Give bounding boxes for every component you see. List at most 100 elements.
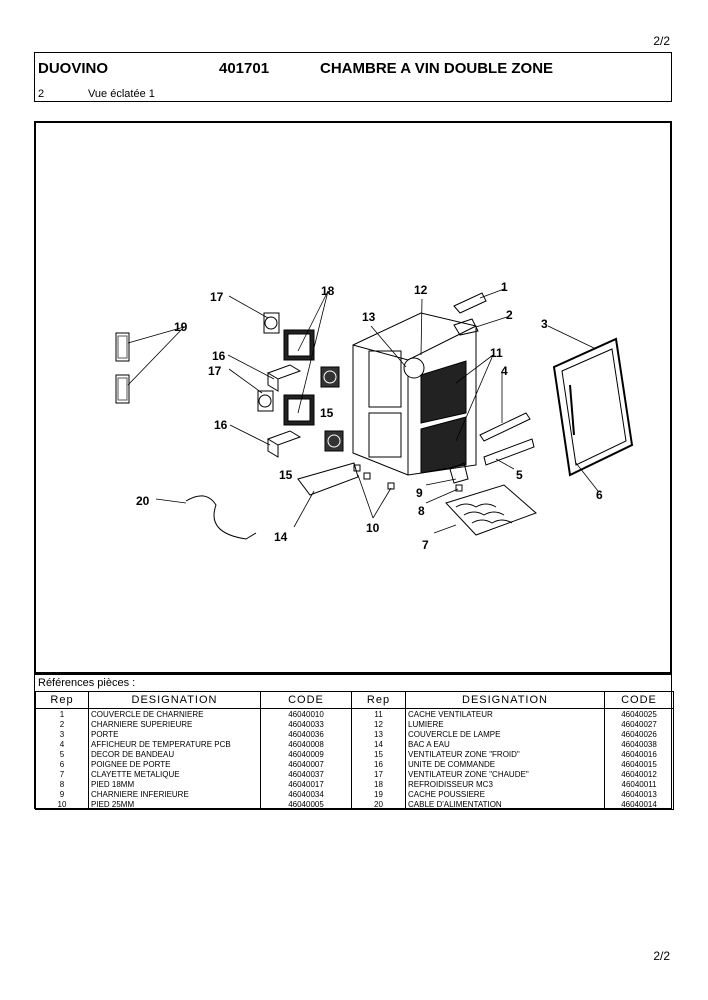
cell-des: CABLE D'ALIMENTATION xyxy=(405,799,605,810)
water-tray-part xyxy=(297,462,359,496)
callout-10: 10 xyxy=(366,521,380,535)
callout-5: 5 xyxy=(516,468,523,482)
cell-code: 46040009 xyxy=(260,749,352,759)
callout-17b: 17 xyxy=(208,364,222,378)
cell-code: 46040016 xyxy=(604,749,674,759)
cell-rep: 17 xyxy=(351,769,406,779)
cell-des: PIED 25MM xyxy=(88,799,261,810)
column-header-designation: DESIGNATION xyxy=(405,691,605,709)
cell-code: 46040025 xyxy=(604,708,674,719)
exploded-view-diagram: 1 2 3 4 5 6 7 8 9 10 11 12 13 14 15 15 1… xyxy=(34,121,672,674)
callout-4: 4 xyxy=(501,364,508,378)
callout-14: 14 xyxy=(274,530,288,544)
exploded-view-drawing: 1 2 3 4 5 6 7 8 9 10 11 12 13 14 15 15 1… xyxy=(115,280,634,552)
callout-18: 18 xyxy=(321,284,335,298)
cell-code: 46040008 xyxy=(260,739,352,749)
cell-code: 46040007 xyxy=(260,759,352,769)
control-unit-parts xyxy=(266,364,302,458)
cell-rep: 5 xyxy=(35,749,89,759)
cell-code: 46040011 xyxy=(604,779,674,789)
cell-rep: 15 xyxy=(351,749,406,759)
table-header-row: Rep DESIGNATION CODE Rep DESIGNATION COD… xyxy=(35,691,674,709)
cell-code: 46040010 xyxy=(260,708,352,719)
foot-parts xyxy=(353,464,463,492)
cell-des: COUVERCLE DE CHARNIERE xyxy=(88,708,261,719)
references-label: Références pièces : xyxy=(38,677,136,689)
cell-code: 46040026 xyxy=(604,729,674,739)
section-number: 2 xyxy=(38,88,45,100)
document-header: DUOVINO 401701 CHAMBRE A VIN DOUBLE ZONE… xyxy=(34,52,672,102)
column-header-designation: DESIGNATION xyxy=(88,691,261,709)
cell-rep: 19 xyxy=(351,789,406,799)
power-cable-part xyxy=(185,495,257,540)
cell-code: 46040015 xyxy=(604,759,674,769)
callout-19: 19 xyxy=(174,320,188,334)
view-label: Vue éclatée 1 xyxy=(88,88,155,100)
cell-code: 46040038 xyxy=(604,739,674,749)
callout-6: 6 xyxy=(596,488,603,502)
cell-des: VENTILATEUR ZONE "CHAUDE" xyxy=(405,769,605,779)
cell-rep: 1 xyxy=(35,708,89,719)
cell-rep: 16 xyxy=(351,759,406,769)
cell-code: 46040034 xyxy=(260,789,352,799)
leader-lines xyxy=(127,288,599,534)
callout-1: 1 xyxy=(501,280,508,294)
cell-des: DECOR DE BANDEAU xyxy=(88,749,261,759)
column-header-rep: Rep xyxy=(35,691,89,709)
cell-des: REFROIDISSEUR MC3 xyxy=(405,779,605,789)
cell-rep: 9 xyxy=(35,789,89,799)
callout-16b: 16 xyxy=(214,418,228,432)
hinge-parts xyxy=(449,292,487,484)
cell-code: 46040027 xyxy=(604,719,674,729)
callout-13: 13 xyxy=(362,310,376,324)
cell-rep: 11 xyxy=(351,708,406,719)
cooler-parts xyxy=(283,329,315,426)
hot-zone-fan-parts xyxy=(257,312,280,412)
cell-des: CACHE POUSSIERE xyxy=(405,789,605,799)
cell-des: CLAYETTE METALIQUE xyxy=(88,769,261,779)
cell-rep: 3 xyxy=(35,729,89,739)
cell-code: 46040036 xyxy=(260,729,352,739)
parts-table: Rep DESIGNATION CODE Rep DESIGNATION COD… xyxy=(35,691,674,810)
cold-zone-fan-parts xyxy=(320,366,344,452)
dust-cover-parts xyxy=(115,332,130,404)
cell-des: PORTE xyxy=(88,729,261,739)
callout-16a: 16 xyxy=(212,349,226,363)
callout-17a: 17 xyxy=(210,290,224,304)
shelf-part xyxy=(445,484,537,536)
callout-7: 7 xyxy=(422,538,429,552)
cell-rep: 7 xyxy=(35,769,89,779)
callout-2: 2 xyxy=(506,308,513,322)
callout-3: 3 xyxy=(541,317,548,331)
page-number-bottom: 2/2 xyxy=(653,949,670,963)
brand-name: DUOVINO xyxy=(38,60,109,77)
cell-code: 46040017 xyxy=(260,779,352,789)
page-number-top: 2/2 xyxy=(653,34,670,48)
cell-des: AFFICHEUR DE TEMPERATURE PCB xyxy=(88,739,261,749)
cell-rep: 2 xyxy=(35,719,89,729)
cell-code: 46040012 xyxy=(604,769,674,779)
callout-9: 9 xyxy=(416,486,423,500)
cell-des: BAC A EAU xyxy=(405,739,605,749)
cell-rep: 8 xyxy=(35,779,89,789)
cell-rep: 18 xyxy=(351,779,406,789)
callout-8: 8 xyxy=(418,504,425,518)
cell-rep: 13 xyxy=(351,729,406,739)
cell-des: CACHE VENTILATEUR xyxy=(405,708,605,719)
cell-des: PIED 18MM xyxy=(88,779,261,789)
product-code: 401701 xyxy=(219,60,270,77)
column-header-code: CODE xyxy=(604,691,674,709)
cell-rep: 14 xyxy=(351,739,406,749)
cell-rep: 6 xyxy=(35,759,89,769)
cell-code: 46040033 xyxy=(260,719,352,729)
column-header-code: CODE xyxy=(260,691,352,709)
cell-code: 46040014 xyxy=(604,799,674,810)
display-strip-parts xyxy=(479,412,535,466)
